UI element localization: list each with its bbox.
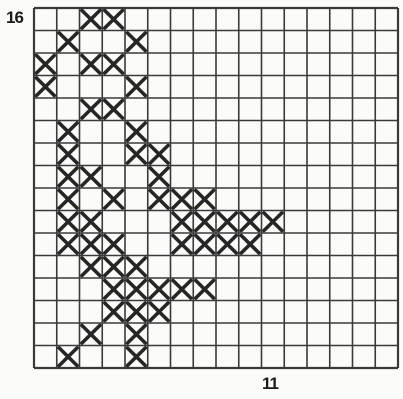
cross-stitch-mark xyxy=(105,281,123,299)
cross-stitch-mark xyxy=(128,326,146,344)
cross-stitch-mark xyxy=(105,236,123,254)
cross-stitch-mark xyxy=(128,123,146,141)
cross-stitch-mark xyxy=(196,191,214,209)
cross-stitch-mark xyxy=(219,213,237,231)
cross-stitch-mark xyxy=(37,56,55,74)
cross-stitch-mark xyxy=(128,258,146,276)
cross-stitch-mark xyxy=(173,213,191,231)
cross-stitch-mark xyxy=(128,33,146,51)
cross-stitch-mark xyxy=(128,303,146,321)
cross-stitch-mark xyxy=(150,281,168,299)
cross-stitch-mark xyxy=(128,281,146,299)
cross-stitch-mark xyxy=(59,168,77,186)
cross-stitch-mark xyxy=(105,191,123,209)
cross-stitch-mark xyxy=(37,78,55,96)
cross-stitch-mark xyxy=(196,281,214,299)
cross-stitch-mark xyxy=(150,303,168,321)
cross-stitch-mark xyxy=(173,281,191,299)
cross-stitch-mark xyxy=(82,56,100,74)
cross-stitch-mark xyxy=(128,146,146,164)
cross-stitch-mark xyxy=(105,258,123,276)
cross-stitch-mark xyxy=(196,213,214,231)
cross-stitch-mark xyxy=(82,101,100,119)
cross-stitch-mark xyxy=(59,213,77,231)
cross-stitch-mark xyxy=(173,191,191,209)
cross-stitch-mark xyxy=(59,348,77,366)
cross-stitch-mark xyxy=(241,236,259,254)
cross-stitch-mark xyxy=(82,213,100,231)
cross-stitch-mark xyxy=(59,236,77,254)
cross-stitch-mark xyxy=(59,146,77,164)
cross-stitch-mark xyxy=(150,146,168,164)
cross-stitch-mark xyxy=(59,123,77,141)
cross-stitch-mark xyxy=(173,236,191,254)
cross-stitch-mark xyxy=(150,191,168,209)
cross-stitch-mark xyxy=(105,56,123,74)
cross-stitch-mark xyxy=(105,101,123,119)
cross-stitch-mark xyxy=(105,11,123,29)
cross-stitch-mark xyxy=(150,168,168,186)
cross-stitch-mark xyxy=(105,303,123,321)
cross-stitch-mark xyxy=(82,236,100,254)
cross-stitch-mark xyxy=(196,236,214,254)
cross-stitch-mark xyxy=(241,213,259,231)
cross-stitch-mark xyxy=(82,326,100,344)
cross-stitch-mark xyxy=(82,168,100,186)
cross-stitch-mark xyxy=(128,78,146,96)
cross-stitch-mark xyxy=(219,236,237,254)
cross-stitch-mark xyxy=(128,348,146,366)
cross-stitch-mark xyxy=(264,213,282,231)
cross-stitch-mark xyxy=(82,11,100,29)
cross-stitch-mark xyxy=(59,191,77,209)
cross-stitch-mark xyxy=(59,33,77,51)
cross-stitch-mark xyxy=(82,258,100,276)
